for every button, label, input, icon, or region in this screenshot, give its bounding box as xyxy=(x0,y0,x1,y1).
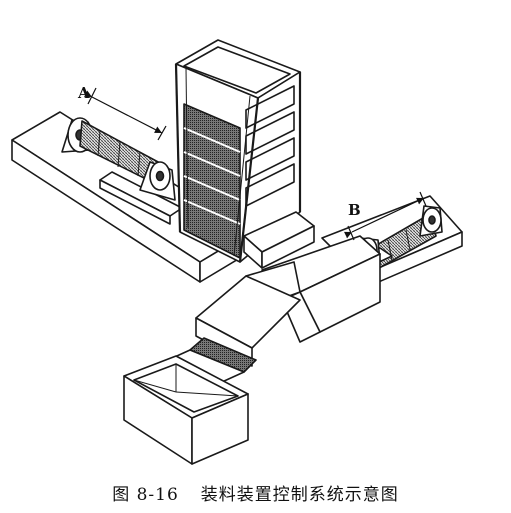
figure-number: 图 8-16 xyxy=(112,485,179,505)
schematic-drawing: A B xyxy=(11,39,463,465)
motor-a xyxy=(61,117,183,225)
receiving-box xyxy=(123,355,249,465)
label-b: B xyxy=(348,201,361,219)
figure-caption: 图 8-16 装料装置控制系统示意图 xyxy=(0,480,511,505)
loading-tower xyxy=(174,39,302,263)
label-a: A xyxy=(77,84,90,102)
conveyor-chute xyxy=(167,235,381,383)
dimension-a xyxy=(83,87,167,141)
dimension-b xyxy=(343,191,427,241)
figure-title: 装料装置控制系统示意图 xyxy=(200,485,399,505)
tower-base-block xyxy=(243,211,315,269)
